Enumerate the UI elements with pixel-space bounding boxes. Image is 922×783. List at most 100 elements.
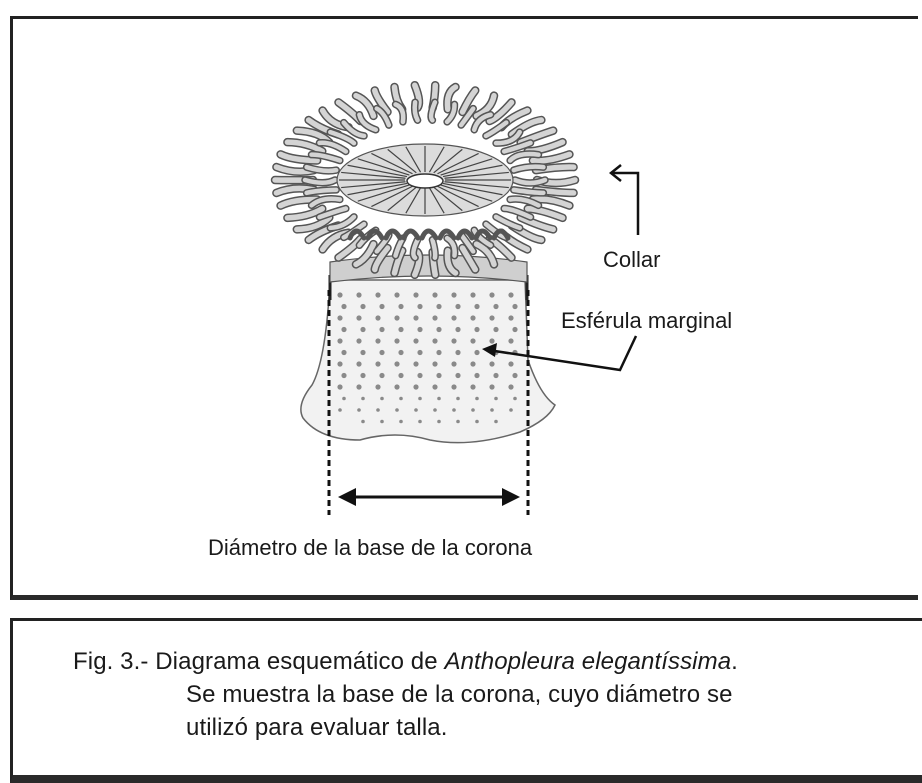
marginal-sphere-dot xyxy=(451,338,456,343)
marginal-sphere-dot xyxy=(379,304,384,309)
marginal-sphere-dot xyxy=(490,408,494,412)
marginal-sphere-dot xyxy=(360,350,365,355)
marginal-sphere-dot xyxy=(417,350,422,355)
marginal-sphere-dot xyxy=(399,397,403,401)
marginal-sphere-dot xyxy=(414,408,418,412)
marginal-sphere-dot xyxy=(418,397,422,401)
marginal-sphere-dot xyxy=(508,384,513,389)
marginal-sphere-dot xyxy=(376,408,380,412)
marginal-sphere-dot xyxy=(508,361,513,366)
marginal-sphere-dot xyxy=(451,361,456,366)
marginal-sphere-dot xyxy=(394,315,399,320)
marginal-sphere-label: Esférula marginal xyxy=(561,308,732,334)
marginal-sphere-dot xyxy=(493,327,498,332)
marginal-sphere-dot xyxy=(474,327,479,332)
marginal-sphere-dot xyxy=(474,304,479,309)
marginal-sphere-dot xyxy=(508,338,513,343)
marginal-sphere-dot xyxy=(380,397,384,401)
marginal-sphere-dot xyxy=(417,304,422,309)
marginal-sphere-dot xyxy=(475,397,479,401)
marginal-sphere-dot xyxy=(452,408,456,412)
marginal-sphere-dot xyxy=(337,361,342,366)
marginal-sphere-dot xyxy=(338,408,342,412)
marginal-sphere-dot xyxy=(437,397,441,401)
marginal-sphere-dot xyxy=(380,420,384,424)
anemone-column xyxy=(301,280,555,443)
marginal-sphere-dot xyxy=(432,361,437,366)
marginal-sphere-dot xyxy=(432,315,437,320)
marginal-sphere-dot xyxy=(470,361,475,366)
marginal-sphere-dot xyxy=(508,292,513,297)
marginal-sphere-dot xyxy=(379,373,384,378)
marginal-sphere-dot xyxy=(394,361,399,366)
marginal-sphere-dot xyxy=(494,397,498,401)
marginal-sphere-dot xyxy=(337,292,342,297)
marginal-sphere-dot xyxy=(455,373,460,378)
marginal-sphere-dot xyxy=(394,338,399,343)
marginal-sphere-dot xyxy=(451,315,456,320)
marginal-sphere-dot xyxy=(356,338,361,343)
marginal-sphere-dot xyxy=(356,384,361,389)
caption-prefix: Fig. 3.- Diagrama esquemático de xyxy=(73,648,444,675)
tentacle xyxy=(386,231,400,238)
marginal-sphere-dot xyxy=(474,350,479,355)
marginal-sphere-dot xyxy=(341,304,346,309)
marginal-sphere-dot xyxy=(375,338,380,343)
marginal-sphere-dot xyxy=(474,373,479,378)
marginal-sphere-dot xyxy=(337,384,342,389)
sea-anemone-illustration xyxy=(275,85,575,442)
marginal-sphere-dot xyxy=(436,350,441,355)
anemone-diagram xyxy=(0,0,922,620)
tentacle xyxy=(404,231,418,238)
marginal-sphere-dot xyxy=(356,315,361,320)
marginal-sphere-dot xyxy=(356,361,361,366)
marginal-sphere-dot xyxy=(375,384,380,389)
marginal-sphere-dot xyxy=(489,292,494,297)
marginal-sphere-dot xyxy=(413,292,418,297)
marginal-sphere-dot xyxy=(379,327,384,332)
marginal-sphere-dot xyxy=(413,361,418,366)
marginal-sphere-dot xyxy=(360,373,365,378)
marginal-sphere-dot xyxy=(417,327,422,332)
marginal-sphere-dot xyxy=(475,420,479,424)
marginal-sphere-dot xyxy=(337,315,342,320)
marginal-sphere-dot xyxy=(379,350,384,355)
marginal-sphere-dot xyxy=(375,292,380,297)
marginal-sphere-dot xyxy=(413,338,418,343)
marginal-sphere-dot xyxy=(375,315,380,320)
marginal-sphere-dot xyxy=(489,361,494,366)
marginal-sphere-dot xyxy=(455,327,460,332)
marginal-sphere-dot xyxy=(455,350,460,355)
marginal-sphere-dot xyxy=(398,350,403,355)
marginal-sphere-dot xyxy=(455,304,460,309)
marginal-sphere-dot xyxy=(361,420,365,424)
marginal-sphere-dot xyxy=(508,315,513,320)
marginal-sphere-dot xyxy=(399,420,403,424)
marginal-sphere-dot xyxy=(341,373,346,378)
marginal-sphere-dot xyxy=(436,304,441,309)
caption-line-1: Fig. 3.- Diagrama esquemático de Anthopl… xyxy=(73,648,738,676)
marginal-sphere-dot xyxy=(375,361,380,366)
base-diameter-label: Diámetro de la base de la corona xyxy=(208,535,532,561)
marginal-sphere-dot xyxy=(489,315,494,320)
marginal-sphere-dot xyxy=(433,408,437,412)
marginal-sphere-dot xyxy=(509,408,513,412)
marginal-sphere-dot xyxy=(357,408,361,412)
marginal-sphere-dot xyxy=(413,384,418,389)
marginal-sphere-dot xyxy=(432,384,437,389)
marginal-sphere-dot xyxy=(470,384,475,389)
marginal-sphere-dot xyxy=(361,397,365,401)
marginal-sphere-dot xyxy=(398,304,403,309)
marginal-sphere-dot xyxy=(432,338,437,343)
marginal-sphere-dot xyxy=(342,397,346,401)
caption-line-2: Se muestra la base de la corona, cuyo di… xyxy=(186,681,733,709)
tentacle xyxy=(422,231,436,238)
marginal-sphere-dot xyxy=(417,373,422,378)
diameter-arrow xyxy=(338,488,520,506)
mouth xyxy=(407,174,443,188)
marginal-sphere-dot xyxy=(470,315,475,320)
marginal-sphere-dot xyxy=(470,338,475,343)
marginal-sphere-dot xyxy=(436,327,441,332)
collar-label: Collar xyxy=(603,247,660,273)
caption-line-3: utilizó para evaluar talla. xyxy=(186,714,448,742)
